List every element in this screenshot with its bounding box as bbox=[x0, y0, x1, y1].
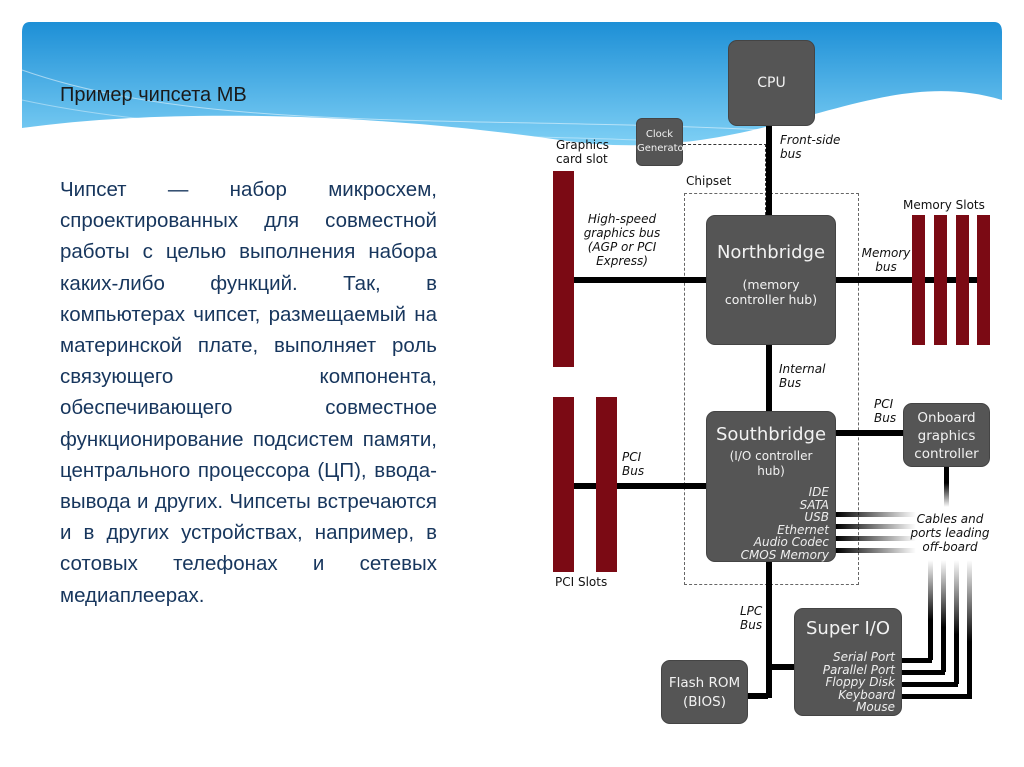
pci-slot bbox=[553, 397, 574, 572]
memory-slot bbox=[912, 215, 925, 345]
port-label: SATA bbox=[799, 497, 829, 512]
slide-body-text: Чипсет — набор микросхем, спроектированн… bbox=[60, 178, 437, 607]
cables-label: Cables and ports leading off-board bbox=[910, 512, 990, 554]
chipset-label: Chipset bbox=[686, 174, 732, 188]
lpc-bus-label: LPC Bus bbox=[740, 604, 763, 632]
internal-bus-label: Internal Bus bbox=[779, 362, 826, 390]
graphics-slot-label: Graphics card slot bbox=[556, 138, 609, 166]
pci-bus-label-right: PCI Bus bbox=[874, 397, 897, 425]
northbridge-box: Northbridge (memory controller hub) bbox=[706, 215, 836, 345]
port-label: Mouse bbox=[856, 700, 895, 714]
pci-bus-label-left: PCI Bus bbox=[622, 450, 645, 478]
slide-title: Пример чипсета МВ bbox=[60, 84, 247, 106]
memory-slots-label: Memory Slots bbox=[903, 198, 985, 212]
southbridge-title: Southbridge bbox=[715, 424, 827, 445]
memory-slot bbox=[934, 215, 947, 345]
graphics-bus-label: High-speed graphics bus (AGP or PCI Expr… bbox=[583, 212, 661, 268]
memory-slot bbox=[956, 215, 969, 345]
memory-slot bbox=[977, 215, 990, 345]
northbridge-subtitle: (memory controller hub) bbox=[724, 277, 818, 307]
pci-slot bbox=[596, 397, 617, 572]
port-label: CMOS Memory bbox=[740, 547, 829, 562]
flash-rom-box: Flash ROM (BIOS) bbox=[661, 660, 748, 724]
memory-bus-label: Memory bus bbox=[861, 246, 911, 274]
front-side-bus-label: Front-side bus bbox=[780, 133, 841, 161]
southbridge-subtitle: (I/O controller hub) bbox=[729, 449, 813, 478]
onboard-graphics-box: Onboard graphics controller bbox=[903, 403, 990, 467]
port-label: Parallel Port bbox=[822, 662, 895, 677]
graphics-card-slot bbox=[553, 171, 574, 367]
port-label: IDE bbox=[808, 485, 829, 499]
northbridge-title: Northbridge bbox=[716, 242, 826, 263]
super-io-title: Super I/O bbox=[806, 618, 890, 639]
clock-line bbox=[683, 144, 767, 145]
port-label: Serial Port bbox=[833, 650, 895, 664]
port-label: Ethernet bbox=[777, 522, 829, 537]
port-label: Keyboard bbox=[838, 687, 895, 702]
port-label: Floppy Disk bbox=[825, 675, 895, 689]
southbridge-box: Southbridge (I/O controller hub) IDE SAT… bbox=[706, 411, 836, 562]
super-io-box: Super I/O Serial Port Parallel Port Flop… bbox=[794, 608, 902, 716]
cpu-box: CPU bbox=[728, 40, 815, 126]
clock-generator-box: Clock Generator bbox=[636, 118, 688, 166]
port-label: Audio Codec bbox=[753, 535, 829, 549]
port-label: USB bbox=[804, 510, 829, 524]
pci-slots-label: PCI Slots bbox=[555, 575, 608, 589]
